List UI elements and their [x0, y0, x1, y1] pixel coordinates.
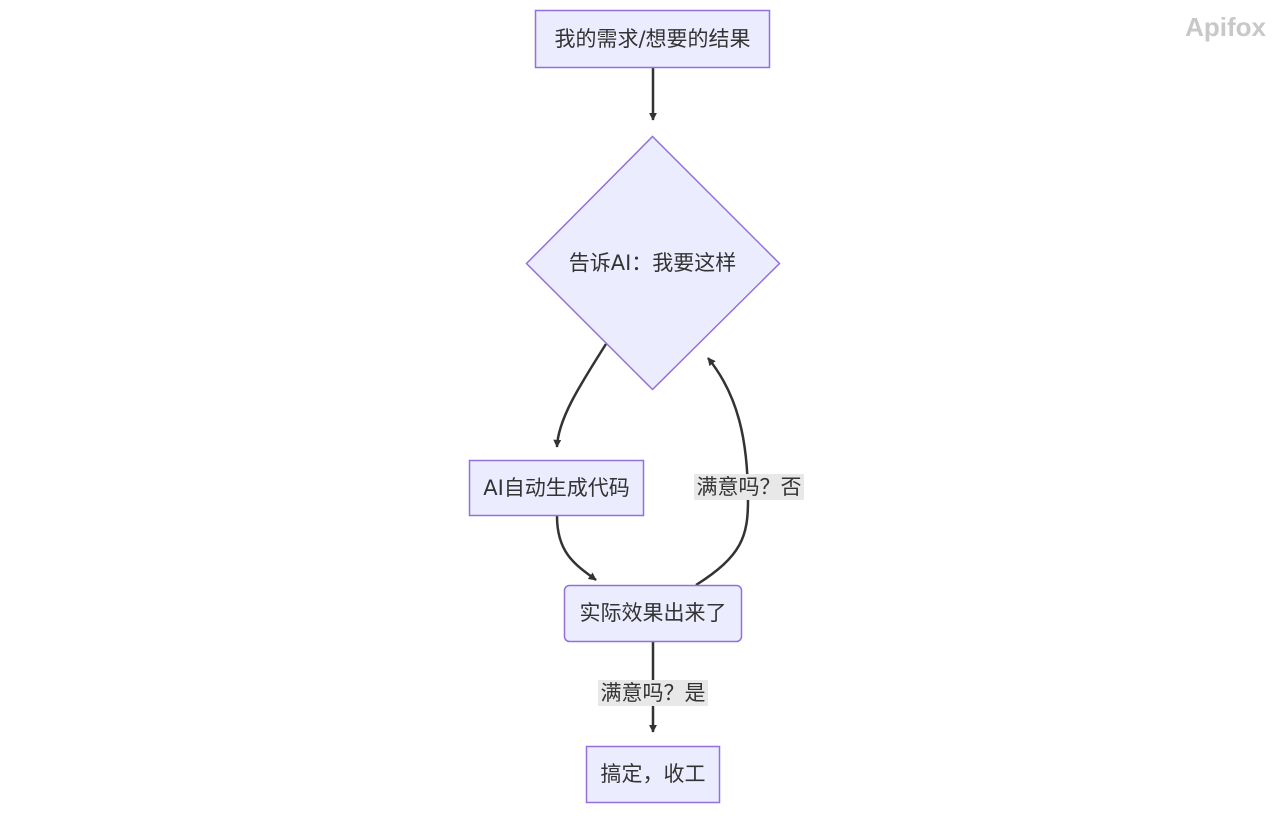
edge-label-not-satisfied-text: 满意吗？否: [697, 475, 802, 499]
node-requirement-box: [534, 9, 771, 69]
edge-label-satisfied-bg: [598, 680, 708, 706]
node-done-box: [585, 745, 721, 804]
node-ai-generate-box: [468, 459, 645, 517]
node-tell-ai-label: 告诉AI：我要这样: [569, 251, 737, 275]
node-done-label: 搞定，收工: [601, 762, 706, 786]
node-requirement: 我的需求/想要的结果: [534, 9, 771, 69]
node-actual-result-box: [563, 584, 743, 643]
node-ai-generate: AI自动生成代码: [468, 459, 645, 517]
node-tell-ai: 告诉AI：我要这样: [525, 135, 781, 391]
edge-tell-ai-to-ai-generate: [553, 343, 608, 448]
node-actual-result-label: 实际效果出来了: [580, 601, 727, 625]
edge-label-satisfied: 满意吗？是: [598, 680, 708, 706]
node-requirement-label: 我的需求/想要的结果: [554, 27, 750, 51]
edge-label-satisfied-text: 满意吗？是: [601, 681, 706, 705]
node-ai-generate-label: AI自动生成代码: [483, 476, 630, 500]
edge-ai-generate-to-actual-result: [555, 515, 597, 582]
edge-label-not-satisfied: 满意吗？否: [694, 474, 804, 500]
apifox-watermark: Apifox: [1185, 12, 1266, 42]
node-done: 搞定，收工: [585, 745, 721, 804]
node-tell-ai-diamond: [525, 135, 781, 391]
edge-label-not-satisfied-bg: [694, 474, 804, 500]
node-actual-result: 实际效果出来了: [563, 584, 743, 643]
edge-actual-result-to-tell-ai: [695, 357, 750, 587]
